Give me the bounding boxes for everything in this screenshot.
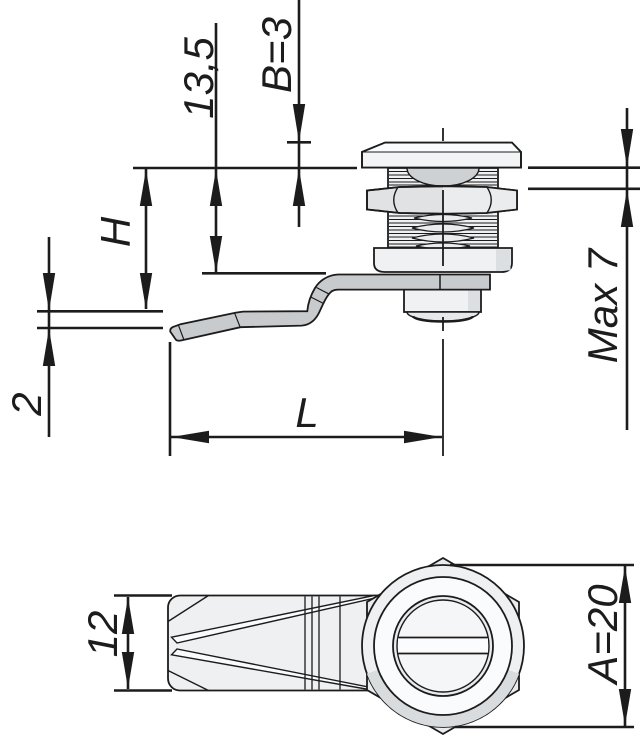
dimension-12: 12 <box>79 594 172 692</box>
cam-top-edges <box>167 594 341 692</box>
key-slot <box>397 636 489 655</box>
dim-label-l: L <box>295 389 318 436</box>
cam-lever-top <box>167 594 421 692</box>
side-view: 13,5 B=3 H Max 7 <box>3 0 640 456</box>
dimension-h: H <box>92 169 153 310</box>
cam-lever-side <box>169 273 491 342</box>
hex-nut-side <box>366 185 518 215</box>
lock-head-side <box>361 141 522 169</box>
dim-label-h: H <box>92 216 139 247</box>
dimension-l: L <box>168 342 442 456</box>
cam-facet-lines <box>177 274 441 341</box>
dimension-2: 2 <box>3 237 163 437</box>
top-view: 12 A=20 <box>79 556 634 736</box>
dim-label-12: 12 <box>79 611 126 658</box>
lock-head-top <box>361 564 525 728</box>
dim-label-a20: A=20 <box>579 584 626 687</box>
dim-label-2: 2 <box>3 392 50 416</box>
dimension-a20: A=20 <box>450 563 634 729</box>
dim-label-b3: B=3 <box>253 17 300 93</box>
dim-label-max7: Max 7 <box>579 247 626 363</box>
dim-label-13-5: 13,5 <box>175 36 222 118</box>
dimension-max7: Max 7 <box>528 108 640 430</box>
spindle <box>403 288 482 323</box>
dimension-13-5: 13,5 <box>175 23 326 275</box>
dimension-b3: B=3 <box>253 0 311 227</box>
